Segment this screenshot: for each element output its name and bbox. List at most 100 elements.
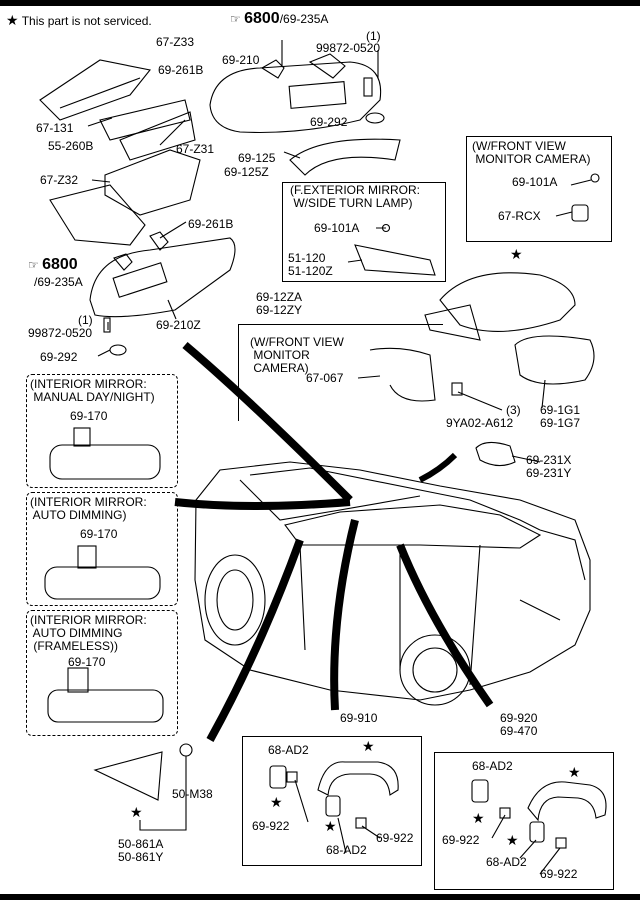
label-69-920[interactable]: 69-920 [500, 711, 538, 725]
leader-lines [87, 40, 592, 875]
group-interior-auto-title: (INTERIOR MIRROR: AUTO DIMMING) [30, 495, 147, 522]
star-grip-b-1-icon: ★ [568, 764, 581, 780]
reference-top: ☞ 6800/69-235A [230, 11, 328, 27]
label-68-ad2-c[interactable]: 68-AD2 [472, 759, 513, 773]
label-55-260b[interactable]: 55-260B [48, 139, 94, 153]
clip-50-m38 [179, 743, 193, 757]
group-interior-frameless-title: (INTERIOR MIRROR: AUTO DIMMING (FRAMELES… [30, 613, 147, 653]
car-front-wheel [204, 554, 266, 646]
label-69-261b-top[interactable]: 69-261B [158, 63, 204, 77]
grip-clip-69922-a [286, 771, 298, 783]
label-69-170-a[interactable]: 69-170 [70, 409, 108, 423]
console-67z32 [49, 184, 146, 246]
label-69-470[interactable]: 69-470 [500, 724, 538, 738]
reference-left: ☞ 6800 [28, 257, 78, 273]
visor-clip-lower [113, 253, 133, 271]
exterior-mirror-housing [439, 272, 576, 332]
label-69-922-b[interactable]: 69-922 [376, 831, 414, 845]
group-front-camera-title: (W/FRONT VIEW MONITOR CAMERA) [472, 139, 591, 166]
visor-screw-lower [103, 317, 111, 333]
visor-pad-upper [365, 112, 385, 124]
label-69-292-top[interactable]: 69-292 [310, 115, 348, 129]
label-69-101a-lamp[interactable]: 69-101A [314, 221, 360, 235]
label-67-z33[interactable]: 67-Z33 [156, 35, 195, 49]
label-69-125z[interactable]: 69-125Z [224, 165, 269, 179]
base-cover-69-231x [475, 441, 516, 467]
label-51-120z[interactable]: 51-120Z [288, 264, 333, 278]
label-67-z32[interactable]: 67-Z32 [40, 173, 79, 187]
label-9ya02[interactable]: 9YA02-A612 [446, 416, 514, 430]
grip-handle-b [527, 781, 607, 822]
label-69-101a-cam[interactable]: 69-101A [512, 175, 558, 189]
console-67-131 [99, 99, 191, 141]
group-grip-b [434, 752, 614, 890]
label-99872-mid[interactable]: 99872-0520 [28, 326, 93, 340]
star-grip-b-2-icon: ★ [472, 810, 485, 826]
label-50-m38[interactable]: 50-M38 [172, 787, 213, 801]
label-50-861y[interactable]: 50-861Y [118, 850, 164, 864]
mirror-cover [289, 138, 401, 176]
exterior-mirror-base [424, 304, 481, 341]
label-68-ad2-a[interactable]: 68-AD2 [268, 743, 309, 757]
car-front-wheel-inner [216, 569, 254, 631]
car-door-line [299, 544, 481, 686]
pointer-sweep-5 [396, 543, 494, 708]
group-interior-mirror-frameless [26, 610, 178, 736]
grip-cap-68ad2-b [325, 795, 341, 817]
label-69-231x[interactable]: 69-231X [526, 453, 572, 467]
label-69-292-mid[interactable]: 69-292 [40, 350, 78, 364]
label-69-1g1[interactable]: 69-1G1 [540, 403, 581, 417]
label-69-12za[interactable]: 69-12ZA [256, 290, 303, 304]
label-69-261b-mid[interactable]: 69-261B [188, 217, 234, 231]
label-69-922-d[interactable]: 69-922 [540, 867, 578, 881]
car-trunk [519, 529, 586, 621]
label-50-861a[interactable]: 50-861A [118, 837, 164, 851]
group-interior-mirror-manual [26, 374, 178, 488]
visor-hinge-upper [308, 53, 346, 79]
label-69-125[interactable]: 69-125 [238, 151, 276, 165]
label-69-170-b[interactable]: 69-170 [80, 527, 118, 541]
turn-lamp-51-120 [354, 244, 436, 276]
label-69-910[interactable]: 69-910 [340, 711, 378, 725]
label-68-ad2-d[interactable]: 68-AD2 [486, 855, 527, 869]
label-69-922-a[interactable]: 69-922 [252, 819, 290, 833]
grip-cap-68ad2-a [269, 765, 287, 789]
label-67-131[interactable]: 67-131 [36, 121, 74, 135]
visor-mirror-lower [112, 262, 168, 298]
label-69-231y[interactable]: 69-231Y [526, 466, 572, 480]
label-69-210z[interactable]: 69-210Z [156, 318, 201, 332]
legend: ★ This part is not serviced. [6, 13, 152, 28]
label-67-rcx[interactable]: 67-RCX [498, 209, 541, 223]
label-69-210[interactable]: 69-210 [222, 53, 260, 67]
grip-cap-68ad2-d [529, 821, 545, 843]
star-grip-a-3-icon: ★ [324, 818, 337, 834]
star-grip-a-2-icon: ★ [270, 794, 283, 810]
interior-mirror-auto-mount [77, 545, 97, 569]
interior-mirror-manual [49, 444, 161, 480]
label-51-120[interactable]: 51-120 [288, 251, 326, 265]
label-99872-top-qty[interactable]: (1) [366, 29, 381, 43]
label-67-z31[interactable]: 67-Z31 [176, 142, 215, 156]
group-front-camera-harness [238, 324, 443, 421]
grip-clip-69922-b [355, 817, 367, 829]
car-roof [249, 467, 541, 531]
label-67-067[interactable]: 67-067 [306, 371, 344, 385]
label-99872-top[interactable]: 99872-0520 [316, 41, 381, 55]
sun-visor-upper [209, 61, 382, 134]
car-rear-wheel [399, 634, 471, 706]
sun-visor-lower [89, 237, 236, 318]
label-69-170-c[interactable]: 69-170 [68, 655, 106, 669]
leader-50-m38 [139, 756, 187, 831]
label-69-922-c[interactable]: 69-922 [442, 833, 480, 847]
interior-mirror-frameless [47, 689, 164, 723]
label-69-1g7[interactable]: 69-1G7 [540, 416, 581, 430]
label-69-12zy[interactable]: 69-12ZY [256, 303, 303, 317]
car-rear-wheel-inner [412, 647, 458, 693]
label-9ya02-qty[interactable]: (3) [506, 403, 521, 417]
grip-clip-69922-d [555, 837, 567, 849]
label-68-ad2-b[interactable]: 68-AD2 [326, 843, 367, 857]
star-grip-a-1-icon: ★ [362, 738, 375, 754]
label-99872-mid-qty[interactable]: (1) [78, 313, 93, 327]
group-interior-manual-title: (INTERIOR MIRROR: MANUAL DAY/NIGHT) [30, 377, 155, 404]
